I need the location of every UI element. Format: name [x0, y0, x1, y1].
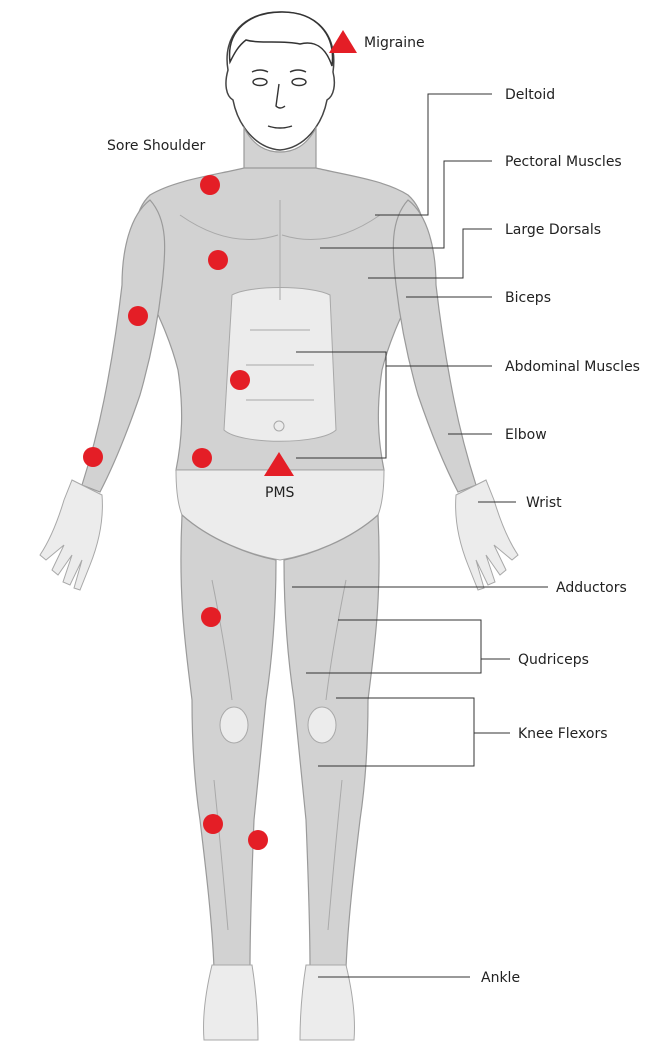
- label-deltoid: Deltoid: [505, 87, 555, 103]
- label-wrist: Wrist: [526, 495, 562, 511]
- pain-dot-lower-arm: [83, 447, 103, 467]
- label-adductors: Adductors: [556, 580, 627, 596]
- arm-left: [393, 200, 476, 492]
- label-abdominal: Abdominal Muscles: [505, 359, 640, 375]
- hand-right: [40, 480, 102, 590]
- label-ankle: Ankle: [481, 970, 520, 986]
- pain-dot-abdomen: [230, 370, 250, 390]
- foot-left: [300, 965, 355, 1040]
- label-quadriceps: Qudriceps: [518, 652, 589, 668]
- body-silhouette: [40, 12, 518, 1040]
- leg-left: [284, 515, 379, 968]
- abdominal-panel: [224, 288, 336, 442]
- label-biceps: Biceps: [505, 290, 551, 306]
- callout-pms: PMS: [265, 485, 295, 501]
- label-knee-flexors: Knee Flexors: [518, 726, 608, 742]
- pain-dot-shoulder: [200, 175, 220, 195]
- callout-sore-shoulder: Sore Shoulder: [107, 138, 206, 154]
- pain-dot-upper-arm: [128, 306, 148, 326]
- callout-migraine: Migraine: [364, 35, 425, 51]
- foot-right: [203, 965, 258, 1040]
- migraine-triangle-marker: [329, 30, 357, 53]
- pain-dot-lower-abdomen: [192, 448, 212, 468]
- label-large-dorsals: Large Dorsals: [505, 222, 601, 238]
- label-pectoral: Pectoral Muscles: [505, 154, 622, 170]
- label-elbow: Elbow: [505, 427, 547, 443]
- pain-dot-thigh: [201, 607, 221, 627]
- pain-dot-chest: [208, 250, 228, 270]
- hand-left: [456, 480, 518, 590]
- pain-dot-calf: [203, 814, 223, 834]
- pain-dot-calf-side: [248, 830, 268, 850]
